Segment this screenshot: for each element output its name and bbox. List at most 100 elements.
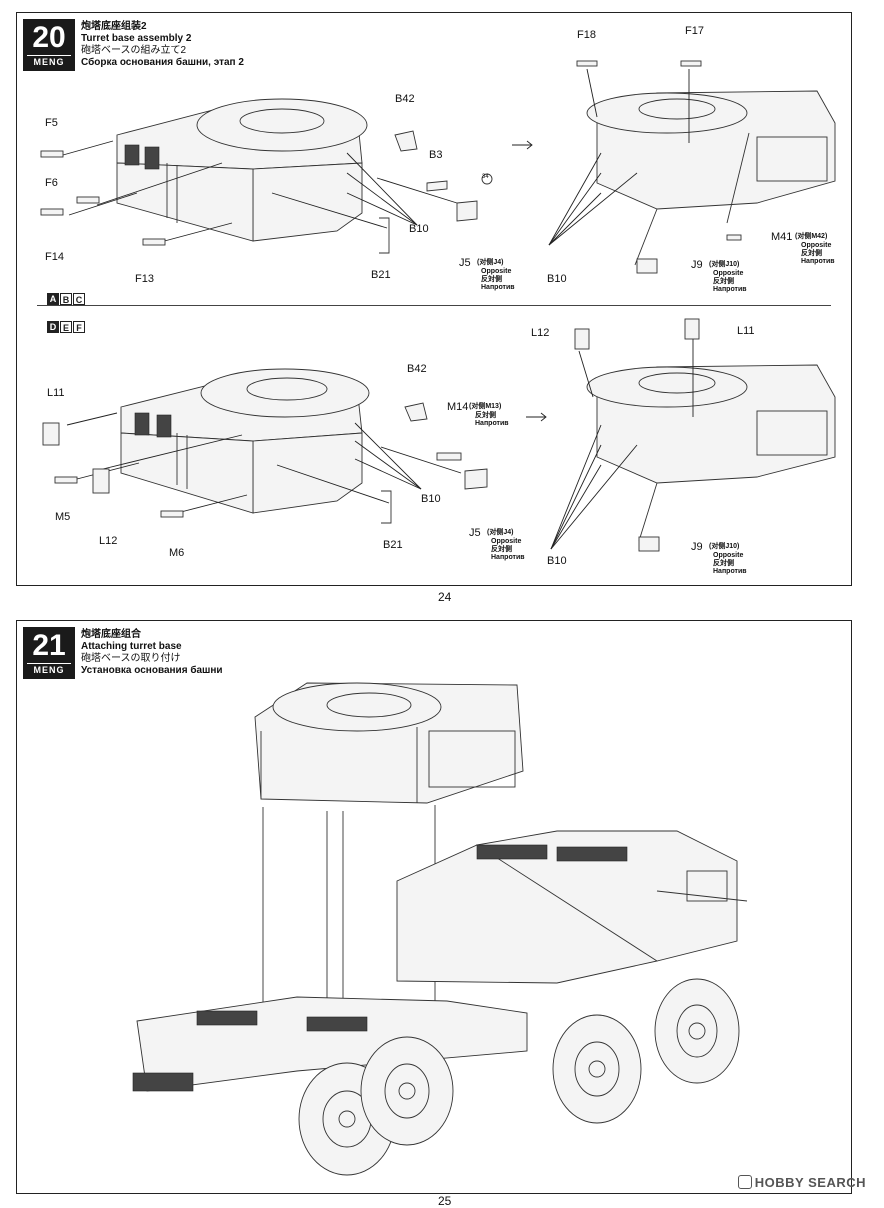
turret-base-drawing-upper-left — [116, 98, 368, 242]
opposite-en: Opposite — [481, 268, 512, 275]
part-f13 — [142, 238, 166, 246]
part-b42-lower — [404, 402, 428, 422]
opposite-ru: Напротив — [481, 284, 515, 291]
variant-def-tag: D E F — [47, 321, 85, 333]
part-j9-lower — [638, 536, 660, 552]
title-ja: 砲塔ベースの取り付け — [81, 653, 181, 664]
opposite-en: Opposite — [713, 270, 744, 277]
part-f18 — [576, 60, 598, 67]
turret-base-drawing-upper-right — [586, 90, 836, 266]
part-l11-right — [684, 318, 700, 340]
part-m6 — [160, 510, 184, 518]
part-34-marker — [481, 173, 493, 185]
label-j9: J9 — [691, 259, 703, 271]
turret-base-drawing — [254, 682, 524, 804]
step-20-diagram — [40, 60, 836, 552]
variant-abc-tag: A B C — [47, 293, 85, 305]
brand-logo: MENG — [27, 663, 71, 677]
label-m14: M14 — [447, 401, 469, 413]
page-number-25: 25 — [438, 1194, 452, 1208]
opposite-ru: Напротив — [491, 554, 525, 561]
step-20-panel: 20 MENG 炮塔底座组装2 Turret base assembly 2 砲… — [16, 12, 852, 586]
label-b10-right: B10 — [547, 273, 567, 285]
part-l12 — [92, 468, 110, 494]
opposite-en: Opposite — [801, 242, 832, 249]
label-b10-lower: B10 — [421, 493, 441, 505]
label-j5-lower: J5 — [469, 527, 481, 539]
opposite-ja: 反対側 — [713, 560, 734, 567]
title-ru: Сборка основания башни, этап 2 — [81, 57, 244, 68]
opposite-ru: Напротив — [475, 420, 509, 427]
variant-d: D — [47, 321, 59, 333]
part-j9 — [636, 258, 658, 274]
label-m14-note: (对侧M13) — [469, 403, 502, 410]
title-en: Attaching turret base — [81, 641, 182, 652]
part-f5 — [40, 150, 64, 158]
hobby-search-logo-icon — [737, 1175, 752, 1189]
opposite-ru: Напротив — [801, 258, 835, 265]
label-m41: M41 — [771, 231, 793, 243]
label-b10-lower-right: B10 — [547, 555, 567, 567]
step-number: 21 — [32, 629, 66, 662]
assembly-arrows-upper-left — [62, 140, 458, 244]
label-b42-lower: B42 — [407, 363, 427, 375]
wheel-front-2 — [654, 978, 740, 1084]
opposite-ja: 反対側 — [713, 278, 734, 285]
part-m41 — [726, 234, 742, 241]
turret-base-drawing-lower-right — [586, 364, 836, 542]
brand-logo: MENG — [27, 55, 71, 69]
wheel-rear-2 — [360, 1036, 454, 1146]
label-f13: F13 — [135, 273, 154, 285]
step-21-panel: 21 MENG 炮塔底座组合 Attaching turret base 砲塔ベ… — [16, 620, 852, 1194]
label-m5: M5 — [55, 511, 71, 523]
label-b3: B3 — [429, 149, 443, 161]
label-m6: M6 — [169, 547, 185, 559]
truck-drawing — [132, 830, 748, 1176]
label-f18: F18 — [577, 29, 596, 41]
step-number-badge: 20 MENG — [23, 19, 75, 71]
label-m41-note: (对侧M42) — [795, 233, 828, 240]
page-number-24: 24 — [438, 590, 452, 604]
part-b21 — [379, 217, 390, 254]
assembly-arrows-upper-right — [548, 68, 690, 246]
label-b42: B42 — [395, 93, 415, 105]
variant-e: E — [60, 321, 72, 333]
opposite-ja: 反対側 — [475, 412, 496, 419]
section-divider — [37, 305, 831, 306]
opposite-en: Opposite — [491, 538, 522, 545]
part-b42 — [394, 130, 418, 152]
label-b21-lower: B21 — [383, 539, 403, 551]
label-f14: F14 — [45, 251, 64, 263]
opposite-ru: Напротив — [713, 568, 747, 575]
step-titles: 炮塔底座组装2 Turret base assembly 2 砲塔ベースの組み立… — [81, 21, 244, 69]
part-m5 — [54, 476, 78, 484]
part-f6 — [76, 196, 100, 204]
step-number: 20 — [32, 21, 66, 54]
label-j5-note: (对侧J4) — [477, 259, 504, 266]
title-zh: 炮塔底座组装2 — [81, 21, 147, 32]
variant-b: B — [60, 293, 72, 305]
title-en: Turret base assembly 2 — [81, 33, 192, 44]
opposite-ja: 反対側 — [491, 546, 512, 553]
label-j9-note: (对侧J10) — [709, 543, 740, 550]
label-b10: B10 — [409, 223, 429, 235]
step-number-badge: 21 MENG — [23, 627, 75, 679]
opposite-ja: 反対側 — [801, 250, 822, 257]
variant-f: F — [73, 321, 85, 333]
wheel-front-1 — [552, 1014, 642, 1124]
part-j5-lower — [464, 468, 488, 490]
turret-base-drawing-lower-left — [120, 368, 370, 514]
part-f17 — [680, 60, 702, 67]
title-ru: Установка основания башни — [81, 665, 223, 676]
part-m14 — [436, 452, 462, 461]
label-b21: B21 — [371, 269, 391, 281]
label-j5: J5 — [459, 257, 471, 269]
label-f5: F5 — [45, 117, 58, 129]
part-b3 — [426, 180, 448, 192]
step-titles: 炮塔底座组合 Attaching turret base 砲塔ベースの取り付け … — [81, 629, 223, 677]
label-l11-right: L11 — [737, 325, 755, 337]
result-arrow-bottom — [526, 412, 547, 422]
label-j5-note: (对侧J4) — [487, 529, 514, 536]
label-34: 34 — [482, 174, 489, 180]
label-f6: F6 — [45, 177, 58, 189]
